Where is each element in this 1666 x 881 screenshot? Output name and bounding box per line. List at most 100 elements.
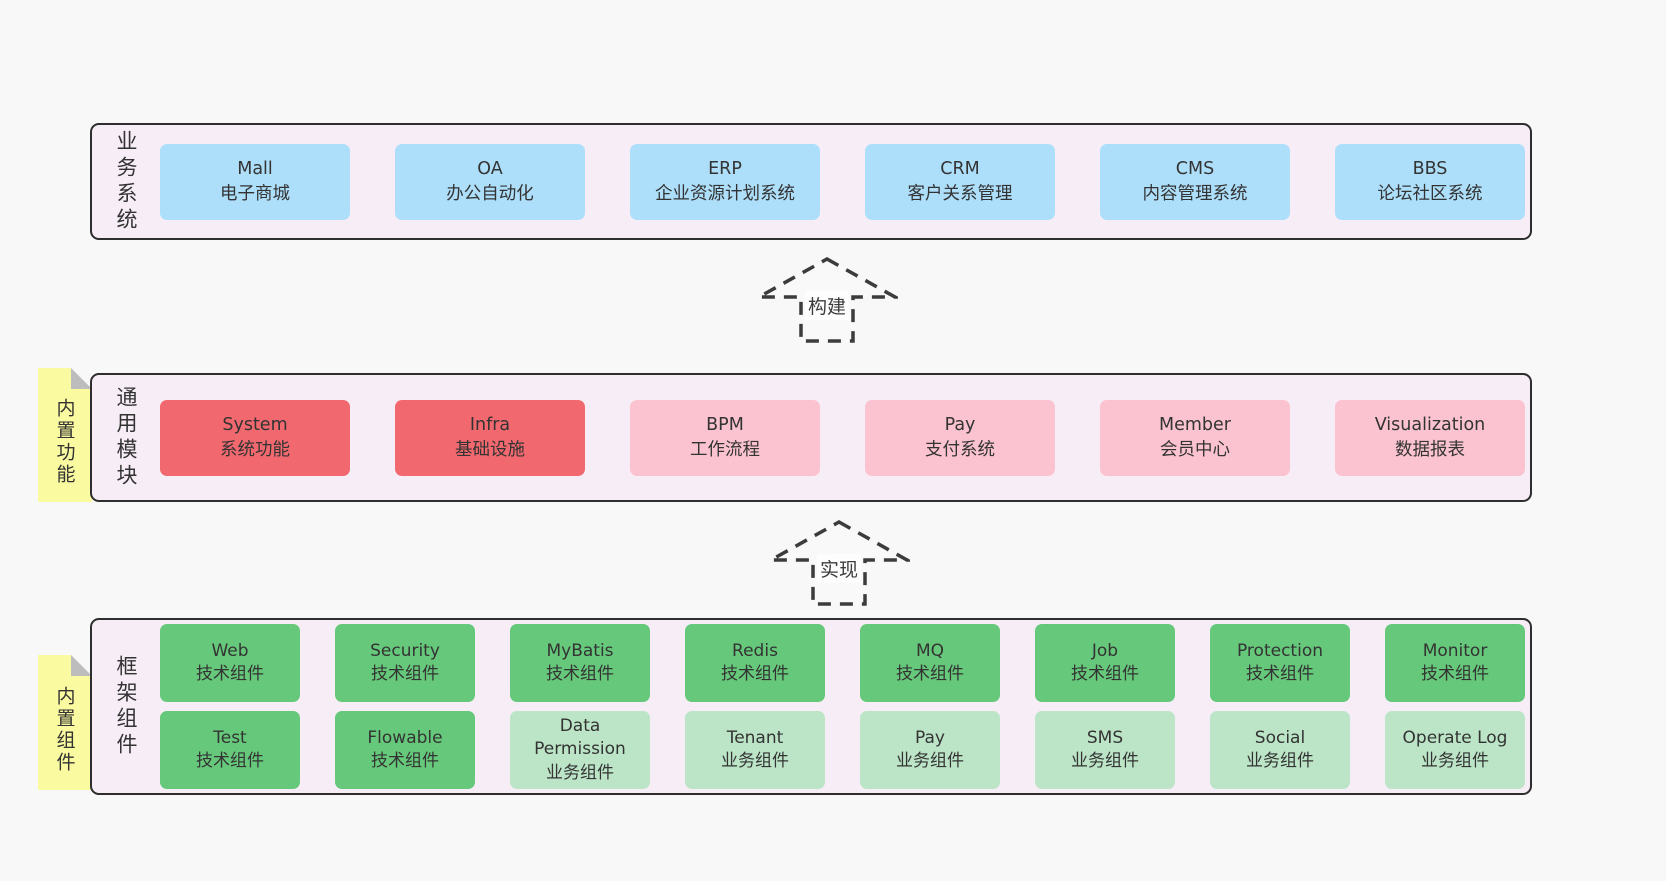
box-subtitle: 技术组件 (196, 664, 264, 684)
arrow-build: 构建 (756, 256, 898, 344)
box-sms: SMS 业务组件 (1035, 711, 1175, 789)
layer-framework-components: 框架组件 Web 技术组件 Security 技术组件 MyBatis 技术组件… (90, 618, 1532, 795)
sticky-note-label: 内置功能 (53, 398, 76, 486)
box-title: Web (211, 640, 249, 661)
box-subtitle: 基础设施 (455, 439, 525, 460)
box-subtitle: 内容管理系统 (1142, 183, 1248, 204)
box-title: Visualization (1374, 415, 1486, 436)
box-title: BPM (706, 415, 744, 436)
layer-business-systems: 业务系统 Mall 电子商城 OA 办公自动化 ERP 企业资源计划系统 CRM… (90, 123, 1532, 240)
layer-rows: Web 技术组件 Security 技术组件 MyBatis 技术组件 Redi… (160, 624, 1525, 789)
box-security: Security 技术组件 (335, 624, 475, 702)
layer-side-label: 框架组件 (114, 654, 138, 759)
arrow-implement: 实现 (768, 519, 910, 607)
box-mall: Mall 电子商城 (160, 143, 350, 220)
arrow-label: 构建 (804, 291, 850, 320)
box-row: Mall 电子商城 OA 办公自动化 ERP 企业资源计划系统 CRM 客户关系… (160, 143, 1525, 220)
box-subtitle: 业务组件 (1421, 751, 1489, 771)
box-subtitle: 数据报表 (1395, 439, 1465, 460)
box-subtitle: 技术组件 (371, 664, 439, 684)
box-title: Protection (1236, 640, 1323, 661)
box-title: Monitor (1422, 640, 1488, 661)
box-subtitle: 支付系统 (925, 439, 995, 460)
box-title: Redis (732, 640, 778, 661)
box-subtitle: 业务组件 (721, 751, 789, 771)
box-mq: MQ 技术组件 (860, 624, 1000, 702)
box-subtitle: 会员中心 (1160, 439, 1230, 460)
box-data-permission: Data Permission 业务组件 (510, 711, 650, 789)
layer-side-label: 业务系统 (114, 129, 138, 234)
box-title: MQ (915, 640, 945, 661)
box-subtitle: 业务组件 (896, 751, 964, 771)
box-subtitle: 业务组件 (546, 762, 614, 783)
box-title: System (222, 415, 288, 436)
box-title: ERP (708, 159, 742, 180)
box-erp: ERP 企业资源计划系统 (630, 143, 820, 220)
box-row: Web 技术组件 Security 技术组件 MyBatis 技术组件 Redi… (160, 624, 1525, 702)
box-row: System 系统功能 Infra 基础设施 BPM 工作流程 Pay 支付系统… (160, 399, 1525, 476)
box-title: Tenant (726, 727, 784, 748)
layer-side-label: 通用模块 (114, 385, 138, 490)
box-subtitle: 系统功能 (220, 439, 290, 460)
box-subtitle: 技术组件 (371, 751, 439, 771)
box-subtitle: 企业资源计划系统 (655, 183, 795, 204)
box-row: Test 技术组件 Flowable 技术组件 Data Permission … (160, 711, 1525, 789)
box-mybatis: MyBatis 技术组件 (510, 624, 650, 702)
box-pay-component: Pay 业务组件 (860, 711, 1000, 789)
box-subtitle: 技术组件 (1071, 664, 1139, 684)
box-visualization: Visualization 数据报表 (1335, 399, 1525, 476)
box-subtitle: 工作流程 (690, 439, 760, 460)
box-tenant: Tenant 业务组件 (685, 711, 825, 789)
box-title: CRM (940, 159, 980, 180)
box-bpm: BPM 工作流程 (630, 399, 820, 476)
box-subtitle: 业务组件 (1071, 751, 1139, 771)
box-web: Web 技术组件 (160, 624, 300, 702)
box-member: Member 会员中心 (1100, 399, 1290, 476)
arrow-label: 实现 (816, 554, 862, 583)
box-title: Operate Log (1402, 727, 1508, 748)
layer-common-modules: 通用模块 System 系统功能 Infra 基础设施 BPM 工作流程 Pay… (90, 373, 1532, 502)
box-monitor: Monitor 技术组件 (1385, 624, 1525, 702)
box-title: Infra (469, 415, 511, 436)
box-title: Social (1254, 727, 1306, 748)
box-crm: CRM 客户关系管理 (865, 143, 1055, 220)
box-system: System 系统功能 (160, 399, 350, 476)
box-infra: Infra 基础设施 (395, 399, 585, 476)
box-subtitle: 业务组件 (1246, 751, 1314, 771)
box-oa: OA 办公自动化 (395, 143, 585, 220)
box-title: SMS (1086, 727, 1124, 748)
sticky-note-builtin-components: 内置组件 (38, 655, 92, 790)
sticky-note-label: 内置组件 (53, 685, 76, 774)
box-title: Security (370, 640, 440, 661)
box-title: Pay (944, 415, 976, 436)
box-subtitle: 技术组件 (1421, 664, 1489, 684)
box-subtitle: 技术组件 (721, 664, 789, 684)
box-flowable: Flowable 技术组件 (335, 711, 475, 789)
box-protection: Protection 技术组件 (1210, 624, 1350, 702)
box-subtitle: 技术组件 (196, 751, 264, 771)
box-title: Flowable (367, 727, 443, 748)
box-title: Pay (915, 727, 945, 748)
box-subtitle: 办公自动化 (446, 183, 534, 204)
box-operate-log: Operate Log 业务组件 (1385, 711, 1525, 789)
box-job: Job 技术组件 (1035, 624, 1175, 702)
box-title: Mall (237, 159, 273, 180)
box-subtitle: 技术组件 (546, 664, 614, 684)
box-title: Job (1091, 640, 1119, 661)
layer-rows: Mall 电子商城 OA 办公自动化 ERP 企业资源计划系统 CRM 客户关系… (160, 143, 1525, 220)
box-social: Social 业务组件 (1210, 711, 1350, 789)
box-title: Test (213, 727, 247, 748)
box-subtitle: 技术组件 (896, 664, 964, 684)
box-test: Test 技术组件 (160, 711, 300, 789)
box-subtitle: 客户关系管理 (907, 183, 1013, 204)
layer-rows: System 系统功能 Infra 基础设施 BPM 工作流程 Pay 支付系统… (160, 399, 1525, 476)
box-subtitle: 电子商城 (220, 183, 290, 204)
box-title: Member (1159, 415, 1231, 436)
box-title: OA (477, 159, 503, 180)
box-subtitle: 论坛社区系统 (1377, 183, 1483, 204)
box-cms: CMS 内容管理系统 (1100, 143, 1290, 220)
box-title: BBS (1412, 159, 1448, 180)
box-title: Data Permission (534, 715, 626, 760)
box-subtitle: 技术组件 (1246, 664, 1314, 684)
